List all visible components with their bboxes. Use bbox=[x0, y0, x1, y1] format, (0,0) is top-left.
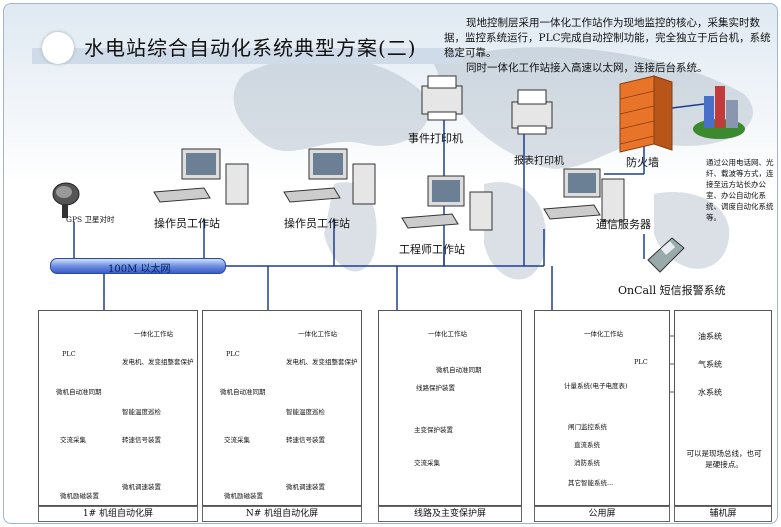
panel-unit-1 bbox=[38, 310, 198, 506]
aux-oil-label: 油系统 bbox=[698, 332, 722, 341]
line-prot-label: 线路保护装置 bbox=[416, 384, 455, 392]
comm-server-label: 通信服务器 bbox=[596, 218, 651, 231]
panel-unit-n bbox=[202, 310, 362, 506]
aux-gas-label: 气系统 bbox=[698, 360, 722, 369]
public-other-label: 其它智能系统... bbox=[568, 479, 614, 487]
unit1-plc-label: PLC bbox=[62, 350, 76, 358]
aux-note: 可以是现场总线，也可是硬接点。 bbox=[686, 449, 762, 469]
firewall-label: 防火墙 bbox=[626, 156, 659, 169]
remote-connection-note: 通过公用电话网、光纤、载波等方式，连接至远方站长办公室、办公自动化系统、调度自动… bbox=[706, 158, 774, 222]
oncall-phone-icon bbox=[647, 237, 685, 273]
firewall-icon bbox=[619, 75, 673, 153]
unitn-ac-label: 交流采集 bbox=[224, 436, 250, 444]
unitn-speed-label: 转速信号装置 bbox=[286, 436, 325, 444]
intro-text: 现地控制层采用一体化工作站作为现地监控的核心，采集实时数据，监控系统运行，PLC… bbox=[444, 16, 777, 76]
unitn-governor-label: 微机调速装置 bbox=[286, 483, 325, 491]
unitn-temp-label: 智能温度巡检 bbox=[286, 408, 325, 416]
operator-ws-1-label: 操作员工作站 bbox=[154, 217, 220, 230]
unitn-protection-label: 发电机、发变组整套保护 bbox=[286, 358, 358, 366]
line-sync-label: 微机自动准同期 bbox=[436, 366, 482, 374]
public-plc-label: PLC bbox=[634, 358, 648, 366]
aux-water-label: 水系统 bbox=[698, 388, 722, 397]
title-band bbox=[32, 48, 462, 64]
unit1-excitation-label: 微机励磁装置 bbox=[60, 492, 99, 500]
line-main-prot-label: 主变保护装置 bbox=[414, 426, 453, 434]
event-printer-icon bbox=[421, 75, 463, 121]
public-ws-label: 一体化工作站 bbox=[584, 330, 623, 338]
operator-workstation-1-icon bbox=[153, 148, 249, 205]
public-fire-label: 消防系统 bbox=[574, 459, 600, 467]
ethernet-bus-label: 100M 以太网 bbox=[108, 264, 171, 275]
unit1-governor-label: 微机调速装置 bbox=[122, 483, 161, 491]
unitn-plc-label: PLC bbox=[226, 350, 240, 358]
public-gate-label: 闸门监控系统 bbox=[568, 423, 607, 431]
ethernet-bus bbox=[50, 258, 226, 274]
public-meter-label: 计量系统(电子电度表) bbox=[564, 382, 628, 390]
remote-buildings-icon bbox=[693, 86, 745, 139]
unit1-speed-label: 转速信号装置 bbox=[122, 436, 161, 444]
unit1-ws-label: 一体化工作站 bbox=[134, 330, 173, 338]
operator-workstation-2-icon bbox=[283, 148, 376, 205]
caption-unit-1: 1# 机组自动化屏 bbox=[38, 506, 198, 522]
operator-ws-2-label: 操作员工作站 bbox=[284, 217, 350, 230]
unit1-protection-label: 发电机、发变组整套保护 bbox=[122, 358, 194, 366]
engineer-ws-label: 工程师工作站 bbox=[399, 243, 465, 256]
caption-public: 公用屏 bbox=[534, 506, 670, 522]
gps-label: GPS 卫星对时 bbox=[66, 215, 115, 224]
gps-dish-icon bbox=[52, 182, 80, 218]
intro-paragraph-2: 同时一体化工作站接入高速以太网，连接后台系统。 bbox=[466, 62, 708, 74]
line-ac-label: 交流采集 bbox=[414, 459, 440, 467]
unit1-sync-label: 微机自动准同期 bbox=[56, 388, 102, 396]
unitn-excitation-label: 微机励磁装置 bbox=[224, 492, 263, 500]
caption-unit-n: N# 机组自动化屏 bbox=[202, 506, 362, 522]
engineer-workstation-icon bbox=[401, 175, 493, 231]
intro-paragraph-1: 现地控制层采用一体化工作站作为现地监控的核心，采集实时数据，监控系统运行，PLC… bbox=[444, 17, 771, 59]
report-printer-icon bbox=[511, 89, 553, 135]
panel-public bbox=[534, 310, 670, 506]
page-title: 水电站综合自动化系统典型方案(二) bbox=[84, 36, 417, 60]
comm-server-icon bbox=[543, 168, 625, 222]
world-map-background bbox=[233, 47, 753, 280]
caption-auxiliary: 辅机屏 bbox=[674, 506, 772, 522]
unitn-sync-label: 微机自动准同期 bbox=[220, 388, 266, 396]
diagram-frame: 水电站综合自动化系统典型方案(二) 现地控制层采用一体化工作站作为现地监控的核心… bbox=[3, 3, 778, 524]
unit1-ac-label: 交流采集 bbox=[60, 436, 86, 444]
event-printer-label: 事件打印机 bbox=[408, 132, 463, 145]
panel-auxiliary bbox=[674, 310, 772, 506]
unit1-temp-label: 智能温度巡检 bbox=[122, 408, 161, 416]
public-dc-label: 直流系统 bbox=[574, 441, 600, 449]
unitn-ws-label: 一体化工作站 bbox=[298, 330, 337, 338]
panel-line-transformer bbox=[378, 310, 522, 506]
line-ws-label: 一体化工作站 bbox=[428, 330, 467, 338]
report-printer-label: 报表打印机 bbox=[514, 156, 564, 167]
caption-line-transformer: 线路及主变保护屏 bbox=[378, 506, 522, 522]
title-bullet bbox=[42, 32, 74, 64]
oncall-label: OnCall 短信报警系统 bbox=[618, 284, 726, 297]
